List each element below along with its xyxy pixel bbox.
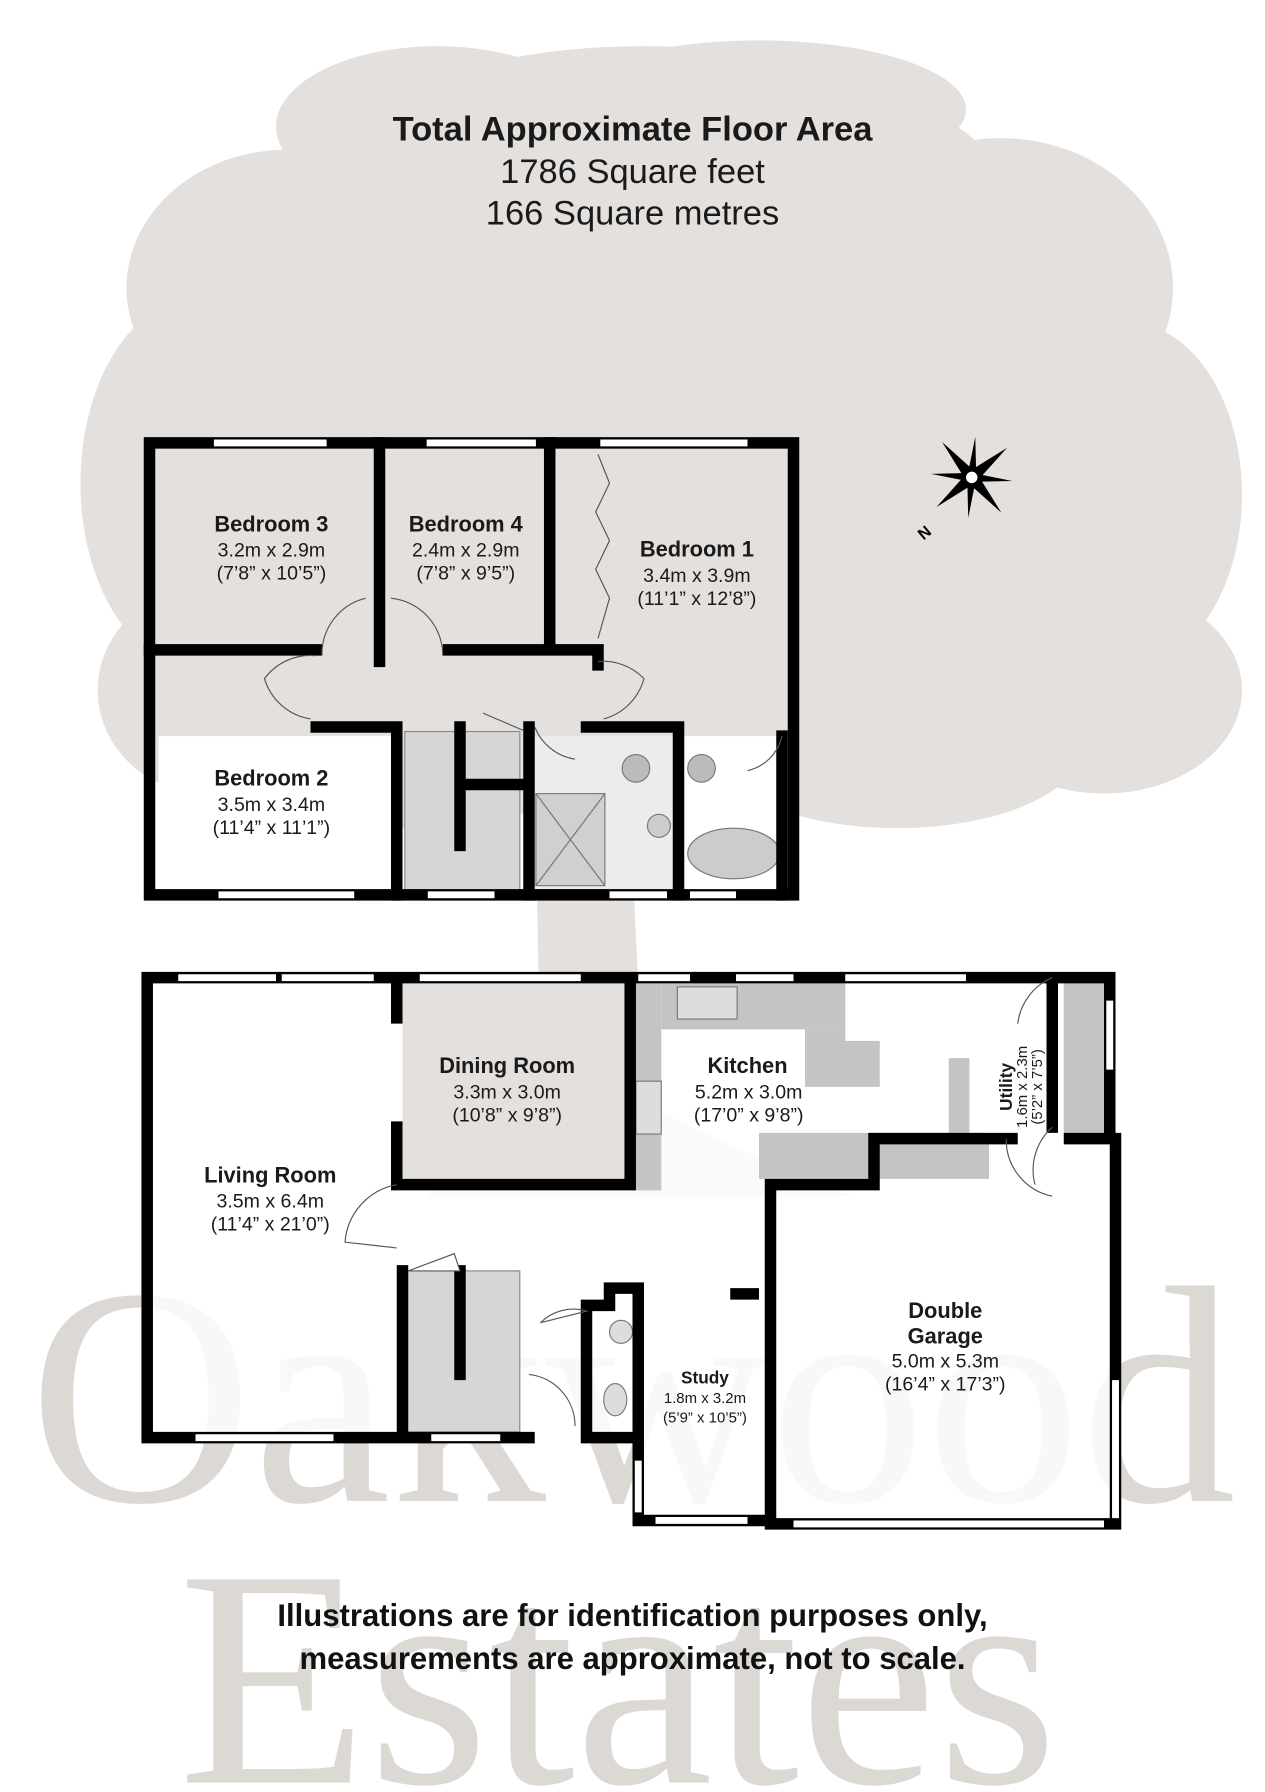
bedroom4-metric: 2.4m x 2.9m: [412, 540, 519, 562]
bedroom4-imperial: (7’8” x 9’5”): [416, 563, 515, 585]
compass-icon: [931, 436, 1013, 518]
kitchen-label: Kitchen: [707, 1053, 787, 1078]
study-label: Study: [681, 1368, 729, 1388]
disclaimer-line2: measurements are approximate, not to sca…: [299, 1641, 965, 1676]
bedroom2-label: Bedroom 2: [214, 766, 328, 791]
garage-imperial: (16’4” x 17’3”): [885, 1374, 1006, 1396]
kitchen-metric: 5.2m x 3.0m: [695, 1081, 802, 1103]
bedroom1-metric: 3.4m x 3.9m: [643, 565, 750, 587]
bedroom4-label: Bedroom 4: [409, 511, 524, 536]
floor-area-sqm: 166 Square metres: [486, 194, 779, 232]
sink-icon: [676, 986, 738, 1020]
bedroom1-imperial: (11’1” x 12’8”): [637, 588, 756, 610]
utility-metric: 1.6m x 2.3m: [1014, 1046, 1031, 1128]
basin-icon: [646, 813, 672, 838]
floor-area-sqft: 1786 Square feet: [500, 153, 765, 191]
dining-room-label: Dining Room: [439, 1053, 575, 1078]
bedroom2-imperial: (11’4” x 11’1”): [213, 817, 331, 839]
garage-metric: 5.0m x 5.3m: [892, 1351, 999, 1373]
bedroom2-metric: 3.5m x 3.4m: [218, 794, 325, 816]
dining-room-imperial: (10’8” x 9’8”): [452, 1104, 562, 1126]
wc-toilet-icon: [603, 1383, 628, 1417]
garage-label-line2: Garage: [908, 1323, 983, 1348]
disclaimer-line1: Illustrations are for identification pur…: [277, 1598, 987, 1633]
toilet-icon: [621, 753, 651, 783]
bedroom3-label: Bedroom 3: [214, 511, 328, 536]
upper-floor: [143, 437, 800, 901]
bedroom3-metric: 3.2m x 2.9m: [218, 540, 325, 562]
living-room-metric: 3.5m x 6.4m: [217, 1191, 324, 1213]
dining-room-metric: 3.3m x 3.0m: [453, 1081, 560, 1103]
living-room-imperial: (11’4” x 21’0”): [211, 1214, 330, 1236]
ground-floor: [141, 971, 1122, 1530]
bedroom3-imperial: (7’8” x 10’5”): [217, 563, 327, 585]
living-room-label: Living Room: [204, 1162, 336, 1187]
bath-icon: [687, 827, 781, 880]
watermark-estates: Estates: [178, 1507, 1058, 1792]
kitchen-imperial: (17’0” x 9’8”): [694, 1104, 804, 1126]
utility-label: Utility: [996, 1063, 1016, 1111]
floor-area-title: Total Approximate Floor Area: [393, 110, 874, 148]
study-imperial: (5’9” x 10’5”): [663, 1410, 747, 1427]
utility-imperial: (5’2” x 7’5”): [1029, 1049, 1046, 1125]
bedroom1-label: Bedroom 1: [640, 537, 754, 562]
hob-icon: [635, 1080, 662, 1135]
garage-label-line1: Double: [908, 1298, 982, 1323]
study-metric: 1.8m x 3.2m: [664, 1390, 746, 1407]
